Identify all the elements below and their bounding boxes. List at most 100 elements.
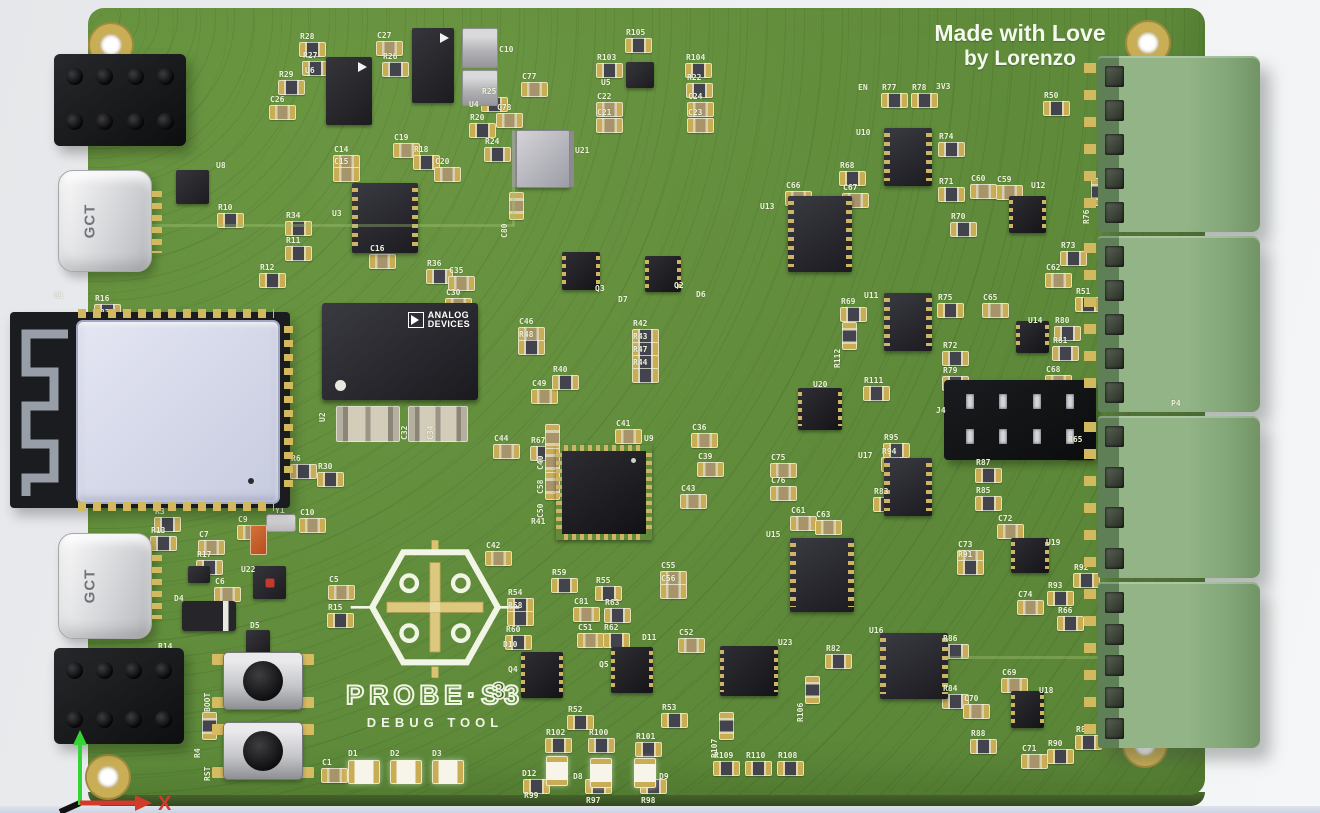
ref-designator: R24: [485, 137, 500, 146]
passive-component: [545, 738, 572, 753]
qfn-part: [798, 388, 842, 430]
passive-component: [321, 768, 348, 783]
ref-designator: EN: [858, 83, 868, 92]
passive-component: [719, 712, 734, 740]
ref-designator: U14: [1028, 316, 1043, 325]
passive-component: [815, 520, 842, 535]
ref-designator: D4: [174, 594, 184, 603]
passive-component: [957, 560, 984, 575]
ref-designator: R95: [884, 433, 899, 442]
ref-designator: D7: [618, 295, 628, 304]
ref-designator: R17: [197, 550, 212, 559]
ref-designator: C1: [322, 758, 332, 767]
ref-designator: U2: [318, 412, 327, 422]
ref-designator: C35: [449, 266, 464, 275]
board-title: PROBE·S3: [345, 679, 525, 711]
passive-component: [1057, 616, 1084, 631]
ref-designator: C73: [958, 540, 973, 549]
ic-part: [326, 57, 372, 125]
passive-component: [805, 676, 820, 704]
ref-designator: U17: [858, 451, 873, 460]
ref-designator: R75: [938, 293, 953, 302]
ref-designator: R100: [589, 728, 609, 737]
passive-component: [448, 276, 475, 291]
ref-designator: D9: [659, 772, 669, 781]
ref-designator: R109: [714, 751, 734, 760]
ref-designator: C56: [661, 574, 676, 583]
passive-component: [507, 611, 534, 626]
axis-gizmo: X: [58, 730, 172, 813]
ref-designator: R54: [508, 588, 523, 597]
ref-designator: U9: [644, 434, 654, 443]
diode-part: [182, 601, 236, 631]
ref-designator: R78: [912, 83, 927, 92]
ref-designator: R44: [633, 358, 648, 367]
castellated-pads: [284, 326, 293, 494]
ref-designator: R102: [546, 728, 566, 737]
passive-component: [770, 486, 797, 501]
header8-part: [54, 54, 186, 146]
ref-designator: R30: [318, 462, 333, 471]
passive-component: [938, 142, 965, 157]
ref-designator: Y1: [275, 506, 285, 515]
passive-component: [1054, 326, 1081, 341]
passive-component: [975, 496, 1002, 511]
soic-part: [880, 633, 948, 699]
passive-component: [505, 635, 532, 650]
ref-designator: R48: [519, 330, 534, 339]
passive-component: [328, 585, 355, 600]
passive-component: [290, 464, 317, 479]
passive-component: [531, 389, 558, 404]
ref-designator: C39: [698, 452, 713, 461]
tan-cap-part: [408, 406, 468, 442]
ref-designator: C42: [486, 541, 501, 550]
qfn-part: [645, 256, 681, 292]
board-logo: PROBE·S3 DEBUG TOOL: [330, 540, 540, 730]
ref-designator: C62: [1046, 263, 1061, 272]
passive-component: [154, 517, 181, 532]
passive-component: [217, 213, 244, 228]
passive-component: [770, 463, 797, 478]
ref-designator: R3: [155, 507, 165, 516]
orange-part: [250, 525, 267, 555]
passive-component: [434, 167, 461, 182]
ref-designator: C16: [370, 244, 385, 253]
passive-component: [1021, 754, 1048, 769]
ref-designator: D3: [432, 749, 442, 758]
ref-designator: U6: [305, 66, 315, 75]
ref-designator: D12: [522, 769, 537, 778]
ref-designator: R103: [597, 53, 617, 62]
ref-designator: C61: [791, 506, 806, 515]
ref-designator: R93: [1048, 581, 1063, 590]
ref-designator: C23: [688, 108, 703, 117]
ref-designator: U10: [856, 128, 871, 137]
ref-designator: R83: [874, 487, 889, 496]
ref-designator: R90: [1048, 739, 1063, 748]
passive-component: [942, 694, 969, 709]
ref-designator: C24: [688, 92, 703, 101]
ref-designator: C7: [199, 530, 209, 539]
passive-component: [975, 468, 1002, 483]
ssop-part: [884, 293, 932, 351]
ref-designator: D10: [503, 640, 518, 649]
ref-designator: C44: [494, 434, 509, 443]
trace-part: [512, 130, 515, 226]
ref-designator: R20: [470, 113, 485, 122]
ref-designator: C60: [971, 174, 986, 183]
ref-designator: C40: [536, 455, 545, 470]
led-part: [432, 760, 464, 784]
ref-designator: R34: [286, 211, 301, 220]
passive-component: [1060, 251, 1087, 266]
ref-designator: J4: [936, 406, 946, 415]
passive-component: [299, 42, 326, 57]
passive-component: [660, 584, 687, 599]
ic-part: [188, 566, 210, 583]
ref-designator: U18: [1039, 686, 1054, 695]
passive-component: [982, 303, 1009, 318]
passive-component: [1043, 101, 1070, 116]
tan-cap-part: [336, 406, 400, 442]
passive-component: [596, 63, 623, 78]
passive-component: [577, 633, 604, 648]
passive-component: [686, 83, 713, 98]
